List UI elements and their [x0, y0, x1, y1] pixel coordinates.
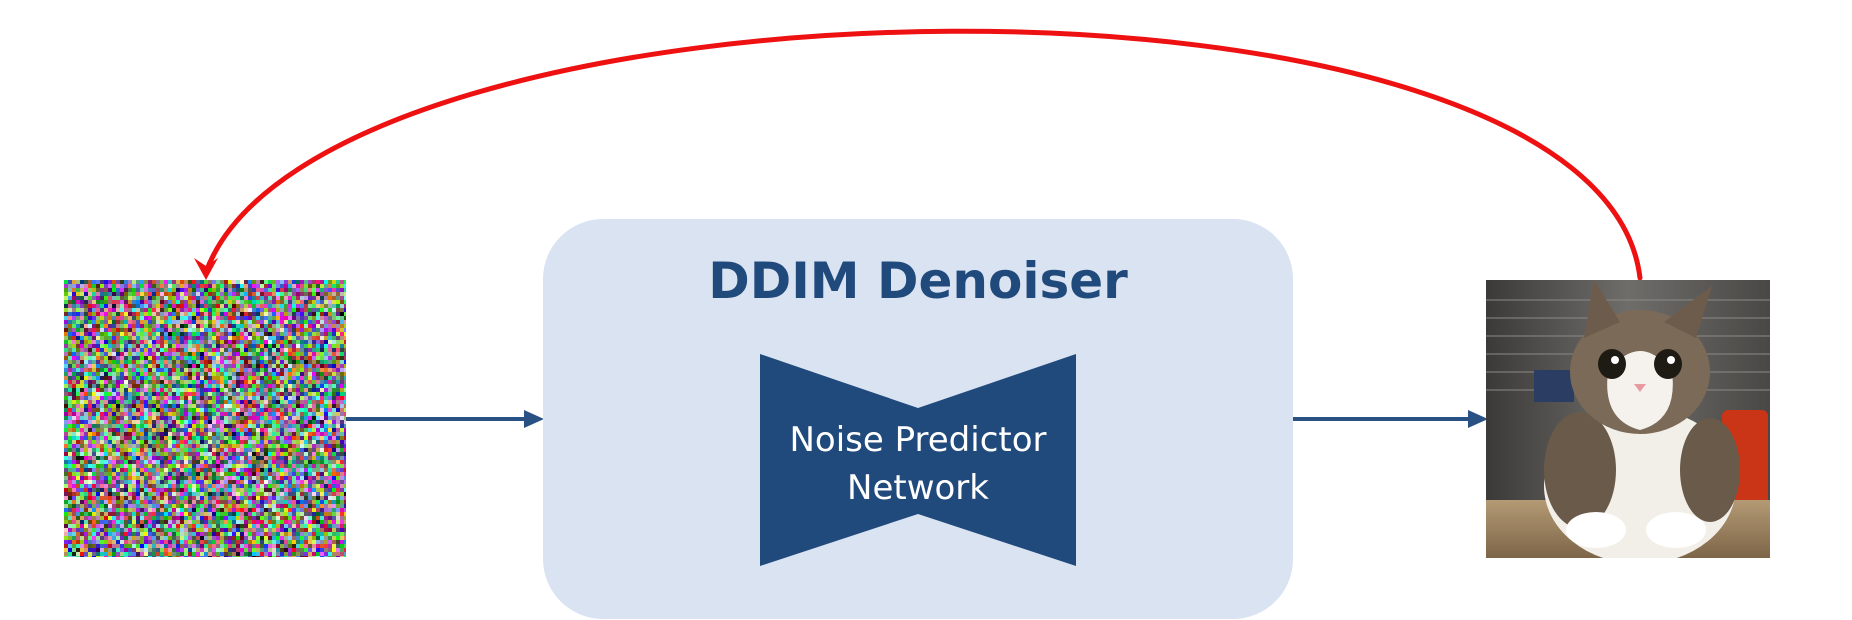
- cat-image: [1486, 280, 1770, 558]
- network-label-line2: Network: [847, 468, 989, 508]
- noise-predictor-network: [760, 354, 1076, 566]
- noise-image: [64, 280, 346, 557]
- network-label-line1: Noise Predictor: [789, 420, 1046, 460]
- feedback-arrowhead: [194, 258, 218, 280]
- denoiser-title: DDIM Denoiser: [708, 252, 1128, 310]
- input-arrow: [346, 410, 544, 428]
- feedback-loop-arrow: [203, 28, 1643, 281]
- output-arrow: [1293, 410, 1488, 428]
